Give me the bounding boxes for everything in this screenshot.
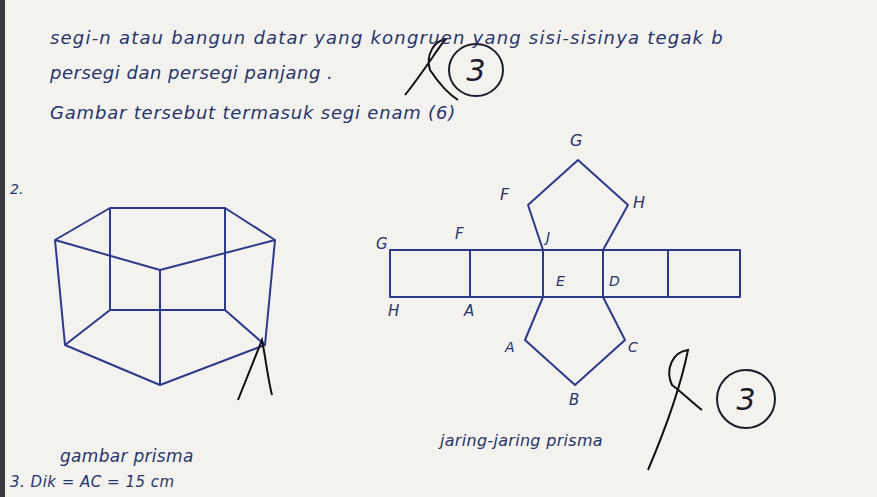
vertex-label: B xyxy=(569,392,579,409)
vertex-label: H xyxy=(388,303,399,320)
answer-text: segi-n atau bangun datar yang kongruen y… xyxy=(50,28,724,48)
vertex-label: F xyxy=(455,226,464,243)
vertex-label: C xyxy=(628,340,638,355)
answer-text: persegi dan persegi panjang . xyxy=(50,63,333,83)
paper-edge xyxy=(0,0,5,497)
answer-text: Gambar tersebut termasuk segi enam (6) xyxy=(50,103,456,123)
figure-caption: gambar prisma xyxy=(60,447,194,466)
vertex-label: G xyxy=(376,236,388,253)
score-circle: 3 xyxy=(715,368,777,430)
vertex-label: A xyxy=(505,340,515,355)
figure-caption: jaring-jaring prisma xyxy=(440,432,603,450)
score-number: 3 xyxy=(715,368,777,430)
vertex-label: A xyxy=(464,303,474,320)
vertex-label: G xyxy=(570,132,582,150)
vertex-label: H xyxy=(633,194,645,212)
question-number: 2. xyxy=(10,182,23,197)
question-number: 3. Dik = AC = 15 cm xyxy=(10,474,175,491)
prism-figure xyxy=(55,208,275,385)
score-number: 3 xyxy=(447,42,505,98)
vertex-label: F xyxy=(500,186,509,204)
vertex-label: J xyxy=(546,230,550,245)
score-circle: 3 xyxy=(447,42,505,98)
vertex-label: E xyxy=(556,274,565,289)
vertex-label: D xyxy=(609,274,620,289)
